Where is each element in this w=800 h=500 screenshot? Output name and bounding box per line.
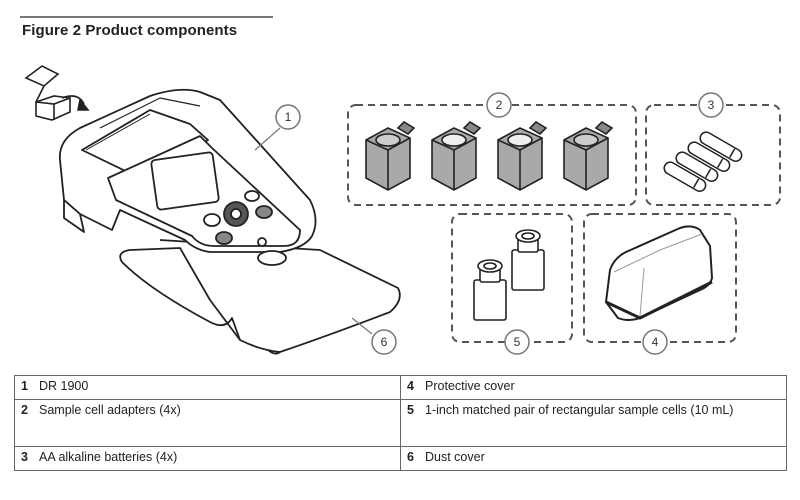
battery	[663, 161, 707, 192]
protective-cover	[605, 225, 713, 321]
product-components-illustration: 1 2 3 4 5 6	[24, 65, 781, 355]
title-rule	[20, 16, 273, 18]
adapter	[365, 120, 416, 191]
callout-4: 4	[642, 329, 668, 355]
sample-cell	[511, 229, 545, 291]
callout-5: 5	[504, 329, 530, 355]
dust-cover	[119, 239, 401, 353]
adapter	[563, 120, 614, 191]
callout-2: 2	[486, 92, 512, 118]
svg-text:5: 5	[514, 335, 521, 349]
callout-1: 1	[254, 104, 301, 151]
svg-text:6: 6	[381, 335, 388, 349]
group-sample-cells	[451, 213, 573, 343]
group-sample-cell-adapters	[347, 104, 637, 206]
battery	[675, 151, 719, 182]
svg-text:1: 1	[285, 110, 292, 124]
figure-title: Figure 2 Product components	[22, 22, 238, 39]
battery	[699, 131, 743, 162]
svg-text:4: 4	[652, 335, 659, 349]
dr1900-instrument	[58, 88, 401, 355]
adapter	[497, 120, 548, 191]
group-batteries	[645, 104, 781, 206]
callout-6: 6	[351, 317, 397, 355]
unbox-icon	[24, 65, 90, 121]
callout-3: 3	[698, 92, 724, 118]
sample-cell	[473, 259, 507, 321]
adapter	[431, 120, 482, 191]
svg-text:3: 3	[708, 98, 715, 112]
svg-text:2: 2	[496, 98, 503, 112]
group-protective-cover	[583, 213, 737, 343]
battery	[687, 141, 731, 172]
